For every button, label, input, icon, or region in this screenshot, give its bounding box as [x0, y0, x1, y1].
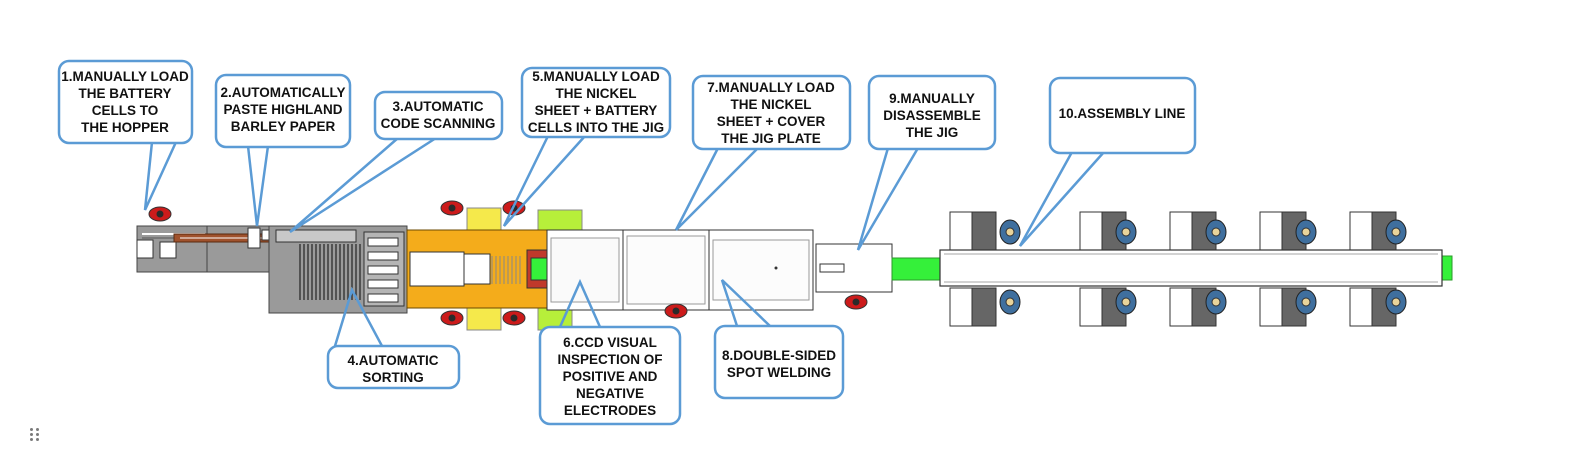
callout-8-line-2: SPOT WELDING	[727, 365, 831, 380]
callout-7-line-1: 7.MANUALLY LOAD	[707, 80, 835, 95]
worker-icon	[1115, 219, 1137, 245]
callout-3-line-1: 3.AUTOMATIC	[393, 99, 484, 114]
drag-handle-icon[interactable]	[30, 428, 40, 442]
worker-icon	[1205, 289, 1227, 315]
callout-box-9	[867, 74, 997, 151]
worker-icon	[1385, 289, 1407, 315]
worker-icon	[999, 289, 1021, 315]
scanning-sorting-station	[268, 225, 408, 314]
callout-4: 4.AUTOMATIC SORTING	[326, 344, 461, 390]
spot-welding-station	[708, 229, 814, 311]
operator-icon	[664, 303, 688, 319]
callout-5-line-1: 5.MANUALLY LOAD	[532, 69, 660, 84]
callout-2: 2.AUTOMATICALLY PASTE HIGHLAND BARLEY PAPE…	[214, 73, 352, 149]
callout-6-line-1: 6.CCD VISUAL	[563, 335, 657, 350]
worker-icon	[1385, 219, 1407, 245]
operator-icon	[148, 206, 172, 222]
callout-10: 10.ASSEMBLY LINE	[1048, 76, 1197, 155]
callout-7-line-3: SHEET + COVER	[717, 114, 826, 129]
callout-1-line-4: THE HOPPER	[81, 120, 169, 135]
leader-9	[856, 147, 920, 251]
callout-box-10	[1048, 76, 1197, 155]
callout-9-line-3: THE JIG	[906, 125, 959, 140]
callout-6-line-2: INSPECTION OF	[557, 352, 662, 367]
transfer-conveyor	[891, 257, 941, 281]
callout-5-line-4: CELLS INTO THE JIG	[528, 120, 664, 135]
operator-icon	[502, 310, 526, 326]
callout-6-line-3: POSITIVE AND	[563, 369, 658, 384]
callout-7: 7.MANUALLY LOAD THE NICKEL SHEET + COVER TH…	[691, 74, 852, 151]
callout-box-6	[538, 325, 682, 426]
callout-4-line-1: 4.AUTOMATIC	[348, 353, 439, 368]
leader-10	[1018, 151, 1105, 247]
callout-1-line-1: 1.MANUALLY LOAD	[61, 69, 189, 84]
callout-9-line-1: 9.MANUALLY	[889, 91, 975, 106]
disassembly-station	[815, 243, 893, 293]
callout-2-line-3: BARLEY PAPER	[231, 119, 336, 134]
callout-4-line-2: SORTING	[362, 370, 424, 385]
assembly-bench	[1169, 211, 1217, 251]
callouts: 1.MANUALLY LOAD THE BATTERY CELLS TO THE HO…	[57, 59, 1197, 426]
jig-loading-station	[406, 207, 583, 331]
callout-9-line-2: DISASSEMBLE	[883, 108, 981, 123]
callout-1-line-3: CELLS TO	[92, 103, 159, 118]
ccd-inspection-station	[546, 229, 624, 311]
cover-plate-station	[622, 229, 710, 311]
callout-6: 6.CCD VISUAL INSPECTION OF POSITIVE AND NEG…	[538, 325, 682, 426]
operator-icon	[440, 200, 464, 216]
callout-box-5	[520, 66, 672, 139]
callout-6-line-4: NEGATIVE	[576, 386, 644, 401]
assembly-bench	[949, 287, 997, 327]
operator-icon	[440, 310, 464, 326]
worker-icon	[1295, 219, 1317, 245]
worker-icon	[1205, 219, 1227, 245]
callout-3-line-2: CODE SCANNING	[381, 116, 496, 131]
leader-8	[720, 279, 771, 327]
callout-box-7	[691, 74, 852, 151]
leader-6	[558, 278, 602, 328]
callout-7-line-4: THE JIG PLATE	[721, 131, 821, 146]
callout-2-line-2: PASTE HIGHLAND	[223, 102, 342, 117]
assembly-line	[939, 211, 1443, 327]
callout-box-3	[373, 90, 504, 141]
callout-5-line-2: THE NICKEL	[556, 86, 637, 101]
callout-5: 5.MANUALLY LOAD THE NICKEL SHEET + BATTERY…	[520, 66, 672, 139]
leader-3	[289, 136, 437, 234]
callout-box-8	[713, 324, 845, 400]
leader-5	[502, 135, 586, 227]
operator-icon	[844, 294, 868, 310]
worker-icon	[999, 219, 1021, 245]
callout-box-1	[57, 59, 194, 145]
hopper-loading-station	[136, 225, 208, 273]
callout-8: 8.DOUBLE-SIDED SPOT WELDING	[713, 324, 845, 400]
callout-6-line-5: ELECTRODES	[564, 403, 656, 418]
assembly-bench	[949, 211, 997, 251]
callout-leaders	[143, 135, 1105, 347]
leader-1	[143, 141, 178, 211]
callout-1: 1.MANUALLY LOAD THE BATTERY CELLS TO THE HO…	[57, 59, 194, 145]
callout-3: 3.AUTOMATIC CODE SCANNING	[373, 90, 504, 141]
callout-10-line-1: 10.ASSEMBLY LINE	[1059, 106, 1186, 121]
callout-8-line-1: 8.DOUBLE-SIDED	[722, 348, 836, 363]
worker-icon	[1115, 289, 1137, 315]
callout-box-4	[326, 344, 461, 390]
worker-icon	[1295, 289, 1317, 315]
leader-7	[674, 147, 759, 231]
callout-1-line-2: THE BATTERY	[79, 86, 172, 101]
callout-box-2	[214, 73, 352, 149]
leader-2	[246, 145, 270, 227]
callout-5-line-3: SHEET + BATTERY	[535, 103, 658, 118]
callout-7-line-2: THE NICKEL	[731, 97, 812, 112]
leader-4	[333, 286, 384, 347]
callout-9: 9.MANUALLY DISASSEMBLE THE JIG	[867, 74, 997, 151]
callout-2-line-1: 2.AUTOMATICALLY	[220, 85, 345, 100]
machine-layout	[136, 200, 1453, 331]
